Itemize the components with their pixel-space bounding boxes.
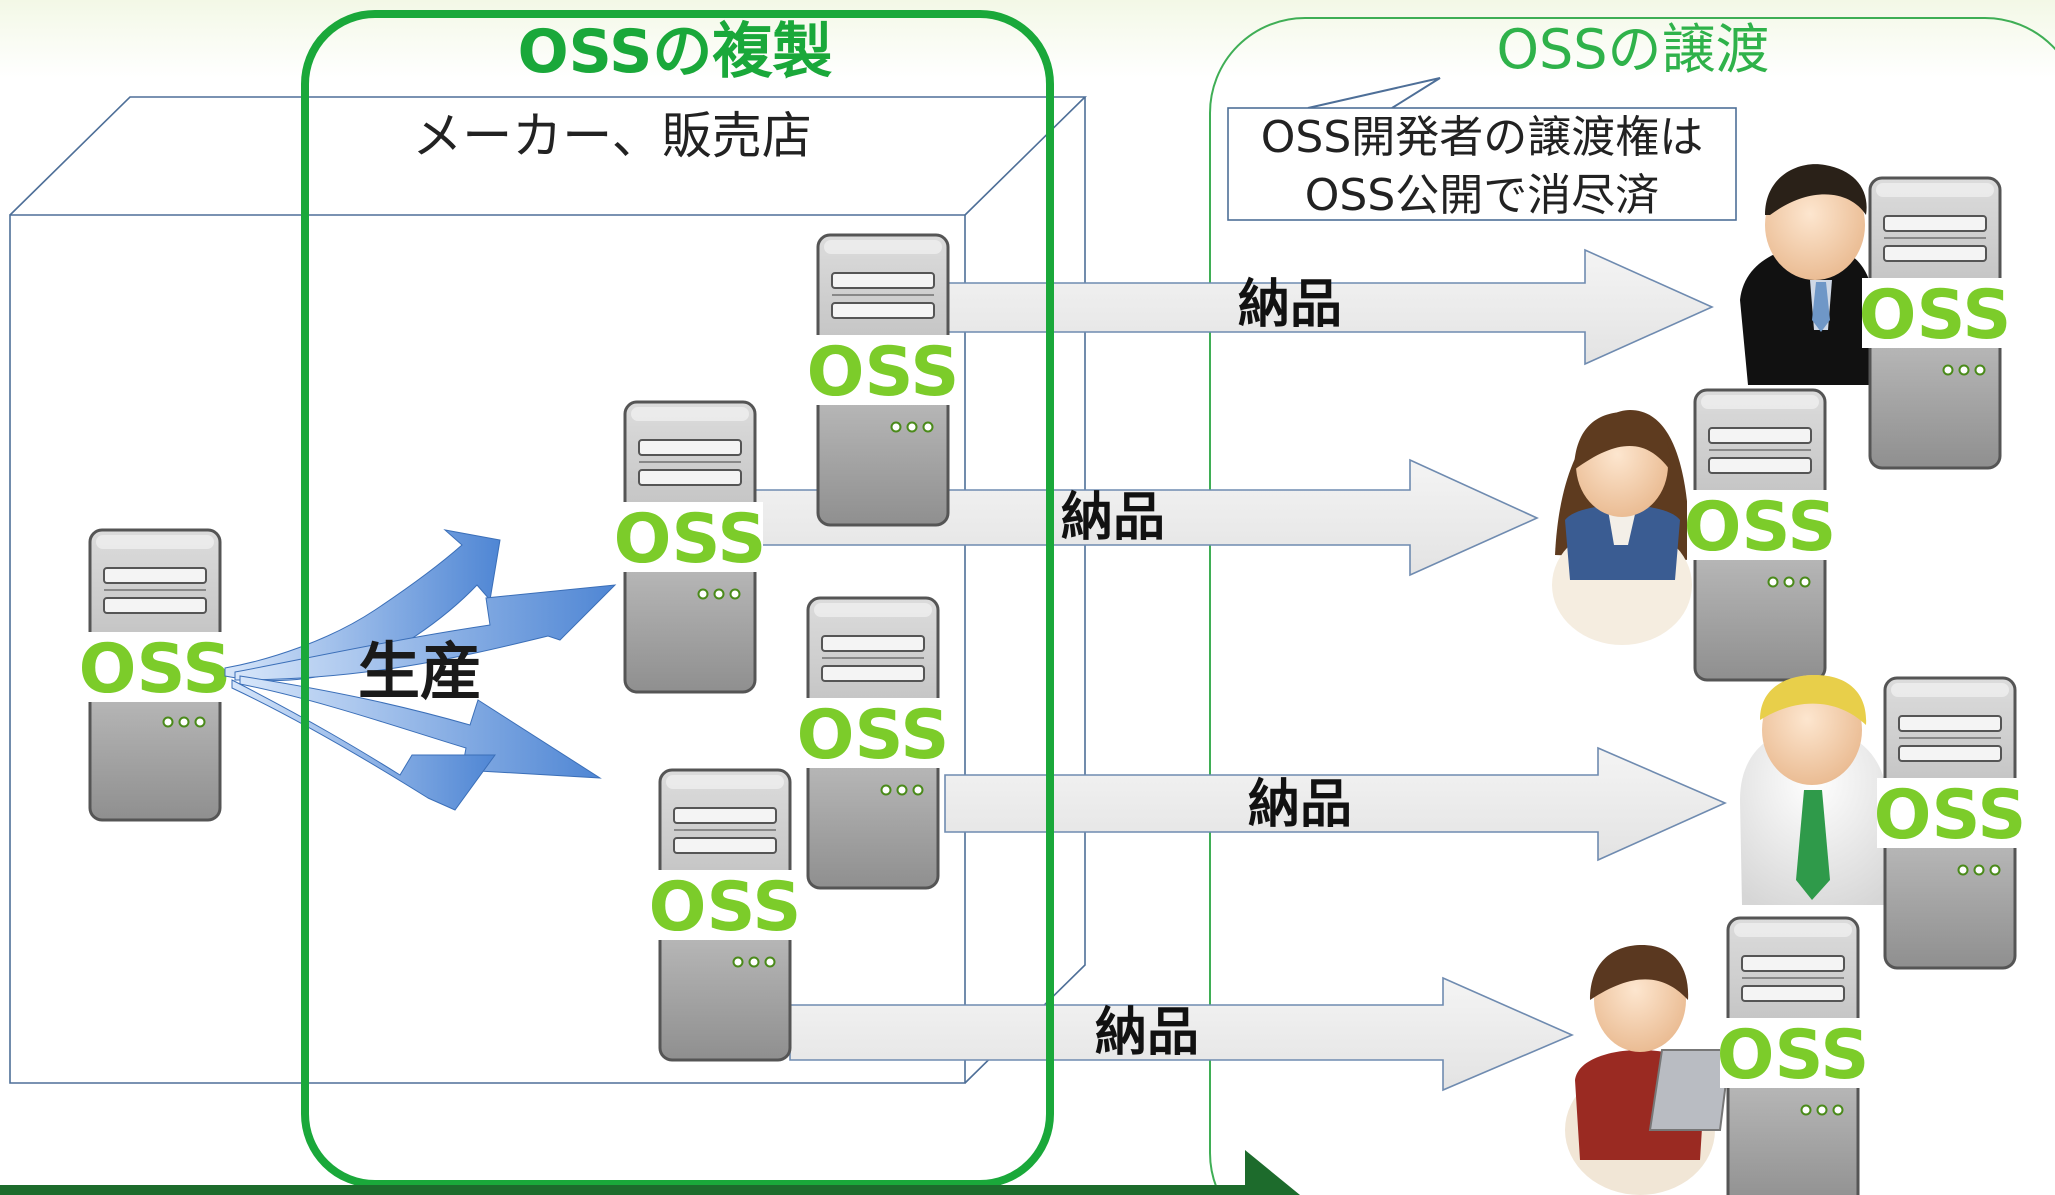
production-arrows [224, 529, 617, 811]
delivery-label-3: 納品 [1248, 775, 1352, 835]
callout-box: OSS開発者の譲渡権は OSS公開で消尽済 [1227, 77, 1737, 221]
delivery-arrow-2: 納品 [754, 458, 1539, 577]
source-server: OSS [79, 528, 232, 822]
delivery-arrow-3: 納品 [944, 746, 1727, 862]
delivery-label-4: 納品 [1095, 1003, 1199, 1063]
maker-server-bottom: OSS [649, 768, 802, 1062]
callout-line-2: OSS公開で消尽済 [1305, 170, 1660, 221]
oss-label: OSS [1859, 276, 2012, 355]
delivery-arrow-4: 納品 [789, 976, 1575, 1092]
oss-label: OSS [614, 500, 767, 579]
delivery-label-2: 納品 [1061, 488, 1165, 548]
customer-server-2: OSS [1684, 388, 1837, 682]
replication-frame [301, 10, 1054, 1188]
oss-label: OSS [807, 333, 960, 412]
maker-server-right: OSS [797, 596, 950, 890]
woman-laptop-icon [1565, 945, 1732, 1195]
bottom-bar [0, 1150, 1300, 1195]
maker-label: メーカー、販売店 [412, 107, 812, 165]
delivery-arrow-1: 納品 [929, 248, 1714, 366]
blonde-man-icon [1740, 675, 1888, 905]
oss-label: OSS [649, 868, 802, 947]
top-band [0, 0, 2055, 78]
callout-line-1: OSS開発者の譲渡権は [1261, 112, 1704, 163]
oss-label: OSS [1874, 776, 2027, 855]
transfer-title: OSSの譲渡 [1496, 18, 1769, 81]
businessman-icon [1740, 164, 1878, 385]
oss-label: OSS [797, 696, 950, 775]
oss-label: OSS [1684, 488, 1837, 567]
transfer-region [1209, 17, 2055, 1195]
delivery-label-1: 納品 [1238, 275, 1342, 335]
maker-server-mid: OSS [614, 400, 767, 694]
customer-server-4: OSS [1717, 916, 1870, 1195]
maker-server-top: OSS [807, 233, 960, 527]
oss-label: OSS [1717, 1016, 1870, 1095]
customer-server-3: OSS [1874, 676, 2027, 970]
replication-title: OSSの複製 [518, 17, 833, 87]
production-label: 生産 [358, 635, 482, 708]
woman-icon [1552, 410, 1692, 645]
customer-server-1: OSS [1859, 176, 2012, 470]
oss-label: OSS [79, 630, 232, 709]
